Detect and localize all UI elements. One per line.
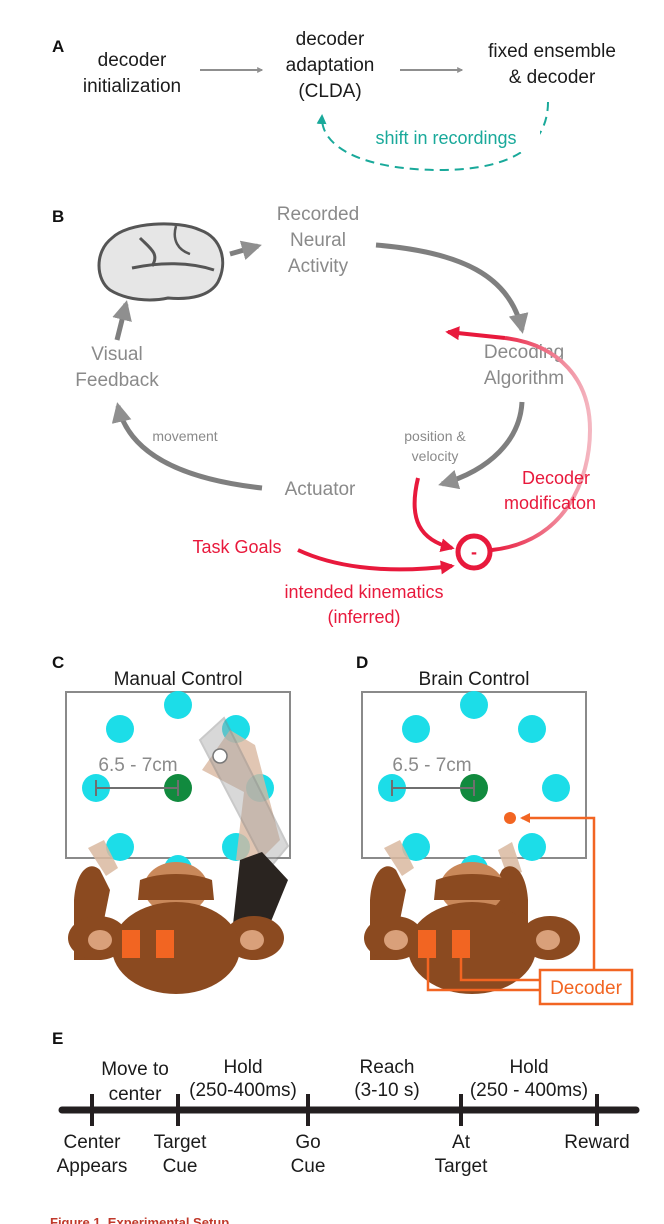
actuator-label: Actuator	[285, 479, 356, 500]
target-ring-d	[378, 691, 570, 883]
decoding-line1: Decoding	[484, 342, 564, 363]
fixed-ensemble-line2: & decoder	[509, 67, 596, 88]
event-center-line2: Appears	[57, 1156, 128, 1177]
movement-label: movement	[152, 428, 217, 444]
recorded-line2: Neural	[290, 230, 346, 251]
interval-hold1-line2: (250-400ms)	[189, 1080, 297, 1101]
position-velocity-line1: position &	[404, 428, 466, 444]
arrow-recorded-to-decoding	[375, 242, 529, 334]
decoder-box	[538, 968, 634, 1006]
decoder-adapt-line3: (CLDA)	[298, 81, 361, 102]
recorded-line1: Recorded	[277, 204, 359, 225]
comparator-node	[455, 533, 493, 571]
decoder-init-line1: decoder	[98, 50, 167, 71]
monkey-c	[68, 840, 284, 994]
figure-caption: Figure 1. Experimental Setup	[50, 1215, 229, 1224]
arrow-goals-to-comparator	[297, 548, 455, 575]
decoding-line2: Algorithm	[484, 368, 564, 389]
panel-label-b: B	[52, 207, 64, 226]
decoder-box-label: Decoder	[550, 978, 622, 999]
arrow-decoding-to-actuator	[438, 401, 525, 490]
visual-line1: Visual	[91, 344, 142, 365]
interval-move-line1: Move to	[101, 1059, 169, 1080]
distance-bar-c	[95, 780, 179, 796]
manual-control-title: Manual Control	[114, 669, 243, 690]
decoder-init-line2: initialization	[83, 76, 181, 97]
interval-hold2-line2: (250 - 400ms)	[470, 1080, 588, 1101]
recorded-line3: Activity	[288, 256, 349, 277]
interval-reach-line2: (3-10 s)	[354, 1080, 419, 1101]
interval-reach-line1: Reach	[360, 1057, 415, 1078]
decoder-adapt-line2: adaptation	[286, 55, 375, 76]
interval-hold2-line1: Hold	[509, 1057, 548, 1078]
decoder-wiring	[426, 813, 596, 992]
intended-line2: (inferred)	[327, 607, 400, 627]
event-at-line1: At	[452, 1132, 471, 1153]
event-target-line2: Cue	[163, 1156, 198, 1177]
event-go-line1: Go	[295, 1132, 320, 1153]
intended-line1: intended kinematics	[284, 582, 443, 602]
event-reward: Reward	[564, 1132, 629, 1153]
position-velocity-line2: velocity	[412, 448, 459, 464]
timeline-ticks	[90, 1094, 599, 1126]
distance-label-c: 6.5 - 7cm	[98, 755, 177, 776]
brain-control-title: Brain Control	[419, 669, 530, 690]
decoder-mod-line1: Decoder	[522, 468, 590, 488]
panel-label-d: D	[356, 653, 368, 672]
decoder-adapt-line1: decoder	[296, 29, 365, 50]
decoder-modification-arc	[491, 336, 593, 552]
distance-bar-d	[391, 780, 475, 796]
shift-in-recordings-label: shift in recordings	[375, 128, 516, 148]
monkey-d	[364, 840, 580, 994]
event-center-line1: Center	[63, 1132, 121, 1153]
comparator-minus-sign: -	[471, 542, 477, 562]
panel-label-a: A	[52, 37, 64, 56]
task-goals-label: Task Goals	[192, 537, 281, 557]
event-target-line1: Target	[154, 1132, 208, 1153]
fixed-ensemble-line1: fixed ensemble	[488, 41, 616, 62]
panel-label-e: E	[52, 1029, 63, 1048]
event-at-line2: Target	[435, 1156, 489, 1177]
arrow-actuator-to-comparator	[412, 477, 455, 553]
arrow-visual-to-brain	[112, 300, 132, 341]
brain-icon	[97, 222, 225, 302]
event-go-line2: Cue	[291, 1156, 326, 1177]
arrow-actuator-to-visual	[111, 402, 263, 491]
decoder-mod-line2: modificaton	[504, 493, 596, 513]
interval-hold1-line1: Hold	[223, 1057, 262, 1078]
arrow-brain-to-recorded	[229, 240, 262, 261]
distance-label-d: 6.5 - 7cm	[392, 755, 471, 776]
visual-line2: Feedback	[75, 370, 159, 391]
cursor-dot	[504, 812, 516, 824]
decoder-modification-arrowhead	[445, 326, 506, 341]
interval-move-line2: center	[109, 1084, 162, 1105]
panel-label-c: C	[52, 653, 64, 672]
shift-label-bg	[352, 124, 540, 152]
